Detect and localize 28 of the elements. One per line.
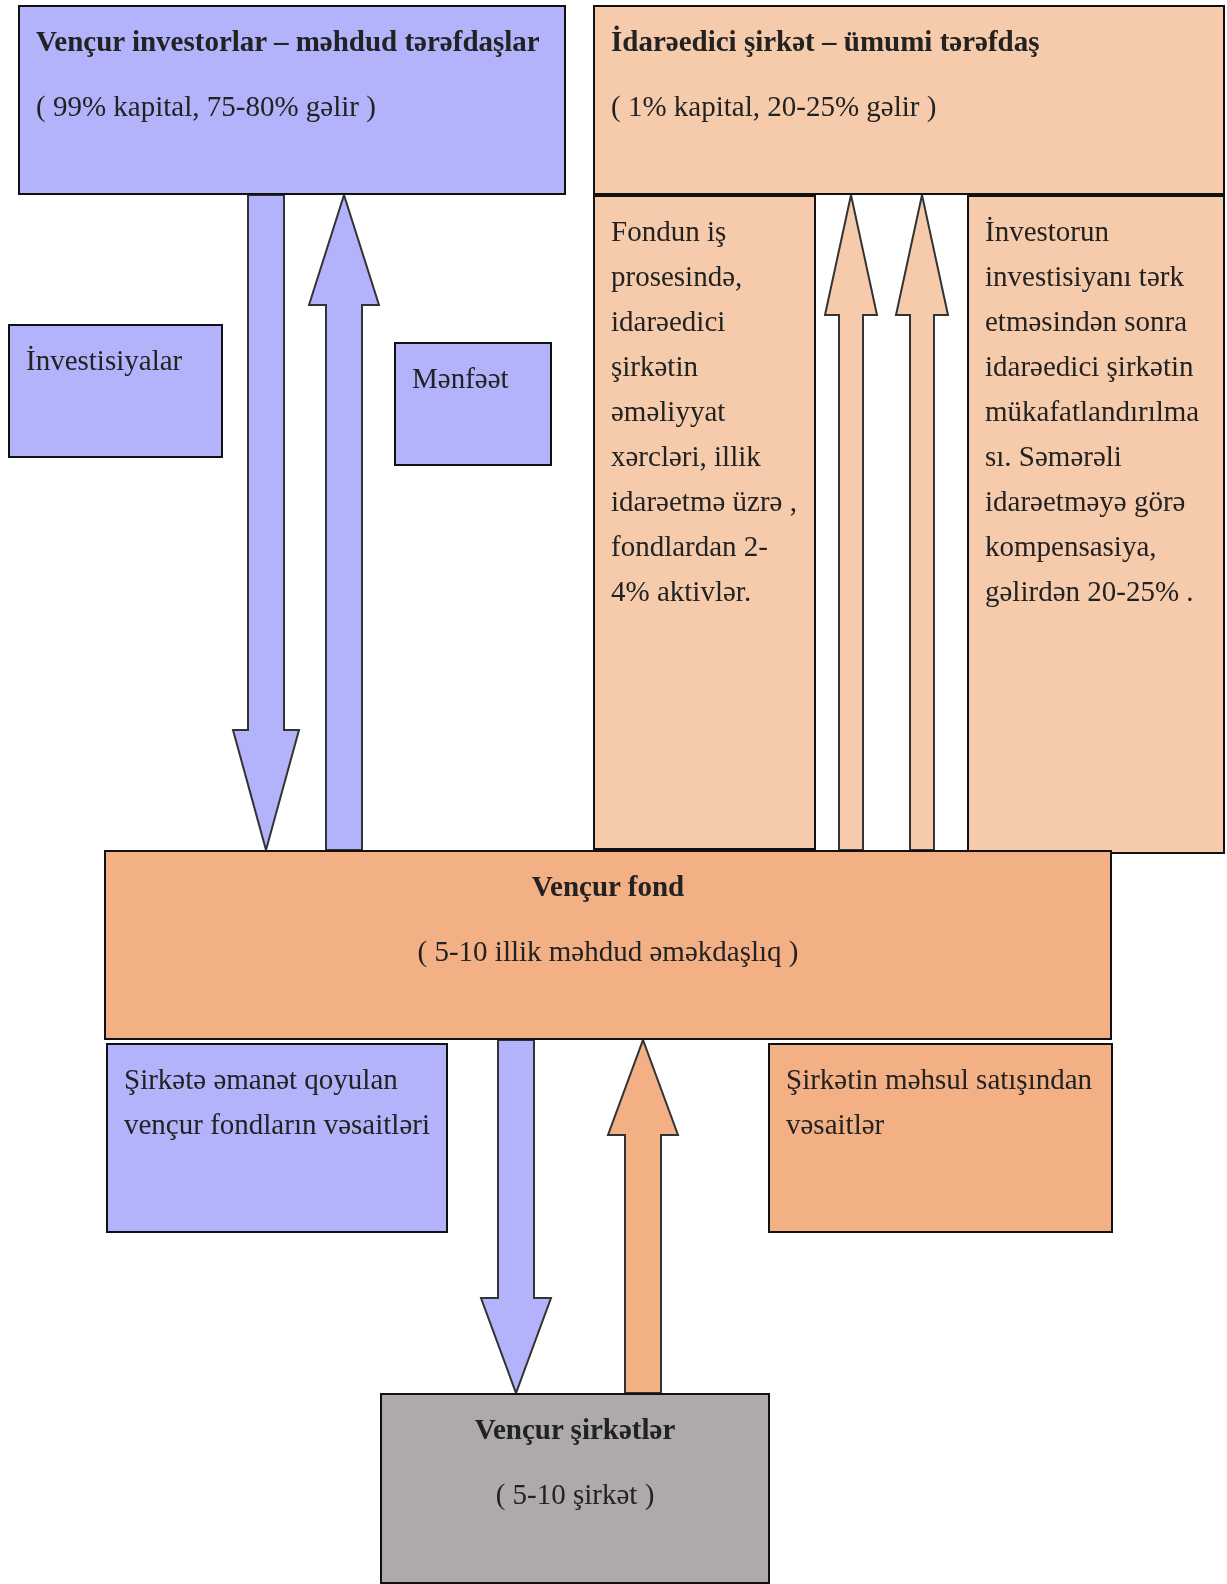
participant-box (18, 5, 566, 195)
note-box (593, 195, 816, 850)
flow-label-box (394, 342, 552, 466)
box-heading: Vençur investorlar – məhdud tərəfdaşlar (36, 24, 541, 59)
block-arrow (479, 1039, 553, 1396)
participant-box (593, 5, 1225, 195)
flow-label-box (768, 1043, 1113, 1233)
box-text: Mənfəət (412, 361, 510, 396)
box-text: Şirkətə əmanət qoyulan vençur fondların vəsaitləri (124, 1062, 430, 1142)
block-arrow (823, 194, 879, 851)
fund-box (104, 850, 1112, 1040)
box-text: ( 5-10 şirkət ) (494, 1477, 656, 1512)
box-heading: İdarəedici şirkət – ümumi tərəfdaş (611, 24, 1041, 59)
box-text: ( 1% kapital, 20-25% gəlir ) (611, 89, 938, 124)
note-box (967, 195, 1225, 854)
box-text: ( 99% kapital, 75-80% gəlir ) (36, 89, 377, 124)
flow-label-box (8, 324, 223, 458)
box-heading: Vençur şirkətlər (473, 1412, 677, 1447)
box-heading: Vençur fond (530, 869, 686, 904)
block-arrow (894, 194, 950, 851)
box-text: Şirkətin məhsul satışından vəsaitlər (786, 1062, 1094, 1142)
box-text: İnvestisiyalar (26, 343, 184, 378)
flow-label-box (106, 1043, 448, 1233)
companies-box (380, 1393, 770, 1584)
box-text: Fondun iş prosesində, idarəedici şirkətin əməliyyat xərcləri, illik idarəetmə üzrə , fondlardan 2-4% aktivlər. (611, 214, 798, 609)
box-text: İnvestorun investisiyanı tərk etməsindən sonra idarəedici şirkətin mükafatlandırılması. Səmərəli idarəetməyə görə kompensasiya, gəlirdən 20-25% . (985, 214, 1201, 609)
block-arrow (606, 1037, 680, 1394)
box-text: ( 5-10 illik məhdud əməkdaşlıq ) (416, 934, 800, 969)
